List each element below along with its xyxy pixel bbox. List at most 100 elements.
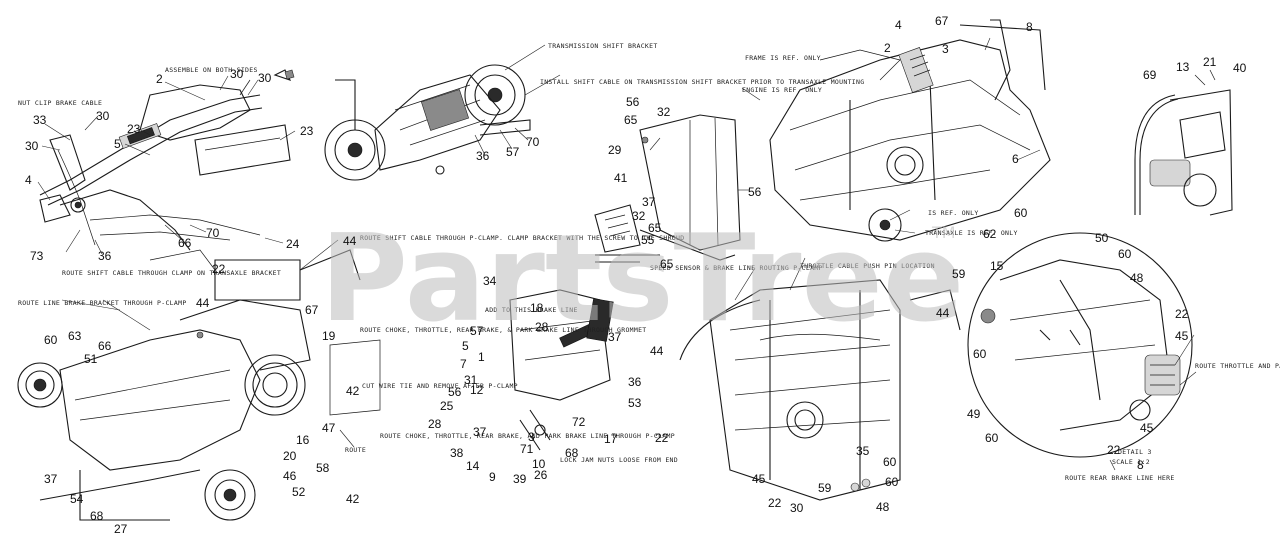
callout: 5 — [462, 339, 469, 353]
callout: 17 — [604, 432, 618, 446]
callout: 57 — [506, 145, 520, 159]
callout: 3 — [942, 42, 949, 56]
callout: 22 — [212, 262, 226, 276]
hardware-glyphs — [196, 69, 996, 492]
callout: 37 — [642, 195, 656, 209]
callout: 23 — [300, 124, 314, 138]
callout: 56 — [748, 185, 762, 199]
note-transaxle-ref: TRANSAXLE IS REF. ONLY — [925, 229, 1018, 237]
callout: 30 — [258, 71, 272, 85]
callout: 41 — [614, 171, 628, 185]
frame-assembly-view — [769, 19, 1051, 242]
callout: 60 — [44, 333, 58, 347]
callout: 4 — [25, 173, 32, 187]
note-install-cable: INSTALL SHIFT CABLE ON TRANSMISSION SHIF… — [540, 78, 864, 86]
callout: 42 — [346, 492, 360, 506]
callout: 50 — [1095, 231, 1109, 245]
callout: 68 — [90, 509, 104, 523]
callout: 60 — [885, 475, 899, 489]
callout: 59 — [818, 481, 832, 495]
note-route-shift2: ROUTE SHIFT CABLE THROUGH CLAMP ON TRANS… — [62, 269, 281, 277]
callout: 53 — [628, 396, 642, 410]
callout: 30 — [96, 109, 110, 123]
lever-assembly-view — [39, 69, 292, 251]
note-trans-bracket: TRANSMISSION SHIFT BRACKET — [548, 42, 658, 50]
callout: 20 — [283, 449, 297, 463]
note-route-rear: ROUTE REAR BRAKE LINE HERE — [1065, 474, 1175, 482]
callout: 28 — [428, 417, 442, 431]
callout: 60 — [1014, 206, 1028, 220]
note-ref-only: IS REF. ONLY — [928, 209, 979, 217]
callout: 36 — [628, 375, 642, 389]
watermark: PartsTree TM — [320, 210, 964, 349]
callout: 15 — [990, 259, 1004, 273]
note-cut-wire: CUT WIRE TIE AND REMOVE AFTER P-CLAMP — [362, 382, 518, 390]
callout: 31 — [464, 373, 478, 387]
callout: 14 — [466, 459, 480, 473]
callout: 65 — [624, 113, 638, 127]
callout-numbers: 2 30 30 33 30 30 5 23 23 4 73 36 66 70 2… — [25, 14, 1247, 536]
callout: 2 — [884, 41, 891, 55]
callout: 13 — [1176, 60, 1190, 74]
callout: 6 — [1012, 152, 1019, 166]
callout: 1 — [478, 350, 485, 364]
note-throttle-push: THROTTLE CABLE PUSH PIN LOCATION — [800, 262, 935, 270]
note-route-choke: ROUTE CHOKE, THROTTLE, REAR BRAKE, & PAR… — [360, 326, 647, 334]
callout: 27 — [114, 522, 128, 536]
callout: 30 — [25, 139, 39, 153]
pedal-linkage-view — [509, 114, 741, 451]
callout: 47 — [322, 421, 336, 435]
note-route: ROUTE — [345, 446, 366, 454]
callout: 65 — [648, 221, 662, 235]
callout: 38 — [450, 446, 464, 460]
callout: 49 — [967, 407, 981, 421]
callout: 8 — [1026, 20, 1033, 34]
note-add-tb: ADD TO THIS BRAKE LINE — [485, 306, 578, 314]
callout: 65 — [660, 257, 674, 271]
leader-lines — [37, 37, 1197, 471]
note-engine-ref: ENGINE IS REF. ONLY — [742, 86, 822, 94]
callout: 60 — [883, 455, 897, 469]
callout: 10 — [532, 457, 546, 471]
callout: 8 — [1137, 458, 1144, 472]
callout: 22 — [1107, 443, 1121, 457]
callout: 2 — [156, 72, 163, 86]
callout: 60 — [973, 347, 987, 361]
engine-transaxle-view — [17, 249, 381, 521]
callout: 56 — [626, 95, 640, 109]
callout: 45 — [752, 472, 766, 486]
callout: 44 — [936, 306, 950, 320]
callout: 63 — [68, 329, 82, 343]
callout: 62 — [983, 227, 997, 241]
callout: 46 — [283, 469, 297, 483]
callout: 70 — [206, 226, 220, 240]
detail-3-circle — [967, 232, 1193, 458]
note-nutclip: NUT CLIP BRAKE CABLE — [18, 99, 102, 107]
note-assemble: ASSEMBLE ON BOTH SIDES — [165, 66, 258, 74]
callout: 29 — [608, 143, 622, 157]
callout: 52 — [292, 485, 306, 499]
callout: 72 — [572, 415, 586, 429]
callout: 44 — [196, 296, 210, 310]
callout: 71 — [520, 442, 534, 456]
callout: 32 — [657, 105, 671, 119]
callout: 22 — [655, 431, 669, 445]
callout: 22 — [1175, 307, 1189, 321]
callout: 45 — [1175, 329, 1189, 343]
callout: 58 — [316, 461, 330, 475]
callout: 54 — [70, 492, 84, 506]
callout: 48 — [876, 500, 890, 514]
callout: 32 — [632, 209, 646, 223]
callout: 30 — [230, 67, 244, 81]
notes-layer: ASSEMBLE ON BOTH SIDES NUT CLIP BRAKE CA… — [18, 42, 1280, 482]
callout: 28 — [535, 320, 549, 334]
callout: 30 — [790, 501, 804, 515]
callout: 3 — [528, 430, 535, 444]
callout: 5 — [114, 137, 121, 151]
callout: 55 — [641, 233, 655, 247]
callout: 69 — [1143, 68, 1157, 82]
callout: 9 — [489, 470, 496, 484]
callout: 19 — [322, 329, 336, 343]
callout: 44 — [343, 234, 357, 248]
